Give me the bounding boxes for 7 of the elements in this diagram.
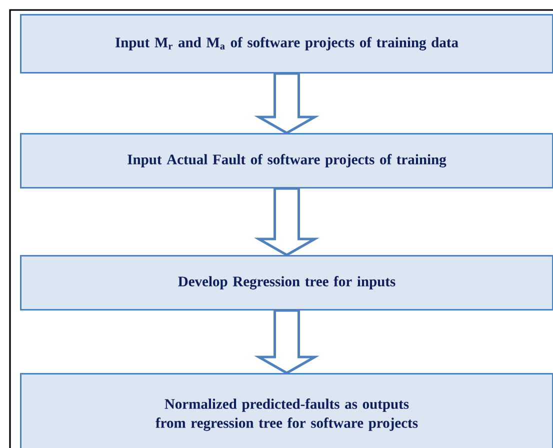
block-arrow	[254, 187, 320, 256]
process-box: Input M$_{r}$ and M$_{a}$ of software projects of training data	[20, 14, 553, 74]
block-arrow	[254, 72, 320, 134]
process-box: Normalized predicted-faults as outputs from regression tree for software projects	[20, 373, 553, 448]
process-box: Develop Regression tree for inputs	[20, 255, 553, 310]
process-box: Input Actual Fault of software projects of training	[20, 133, 553, 188]
block-arrow	[254, 309, 320, 374]
